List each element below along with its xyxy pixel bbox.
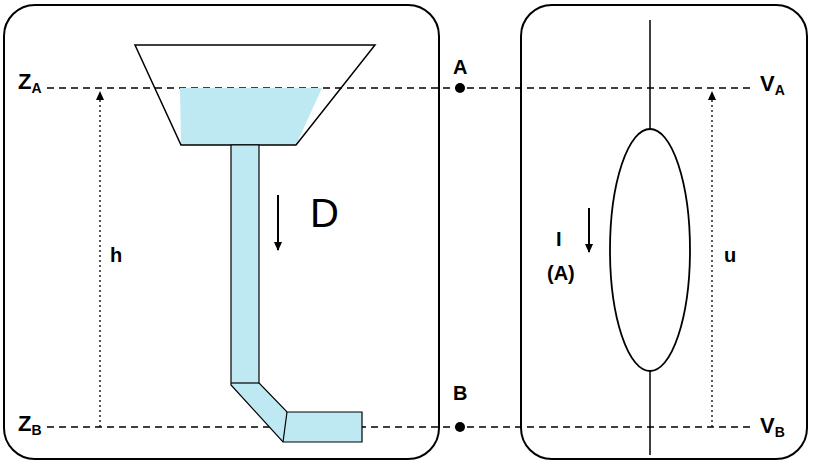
current-arrow <box>588 208 590 252</box>
level-line <box>35 426 752 428</box>
symbol-label: ZA <box>16 70 44 96</box>
funnel <box>135 45 375 145</box>
symbol-label: h <box>108 244 124 266</box>
symbol-label: ZB <box>16 412 44 438</box>
analogy-panel: ZA DhZB <box>3 4 440 460</box>
symbol-label: I <box>554 228 564 250</box>
point-label: A <box>451 56 469 78</box>
pipe <box>231 145 362 442</box>
pipe-joint <box>283 412 287 442</box>
symbol-label: u <box>722 244 738 266</box>
point-dot <box>455 83 465 93</box>
point-dot <box>455 422 465 432</box>
point-label: B <box>451 382 469 404</box>
resistor-symbol <box>610 129 690 371</box>
pipe-joint <box>231 382 259 383</box>
symbol-label: VB <box>758 414 787 440</box>
height-arrow <box>99 92 100 427</box>
symbol-label: VA <box>758 72 787 98</box>
symbol-label: (A) <box>545 262 577 284</box>
flow-arrow <box>277 195 279 250</box>
voltage-arrow <box>711 92 712 427</box>
symbol-label: D <box>308 192 341 234</box>
water <box>180 88 322 145</box>
level-line <box>35 87 752 89</box>
analogy-panel: I (A) u VA VB <box>520 4 808 460</box>
